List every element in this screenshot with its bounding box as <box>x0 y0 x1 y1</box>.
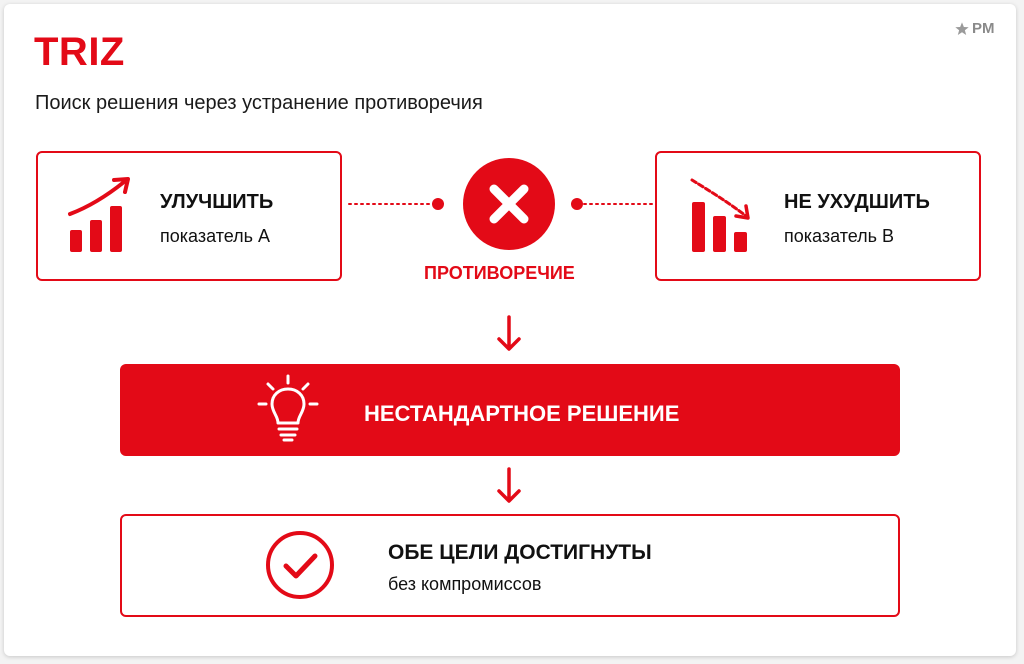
improve-card <box>36 151 342 281</box>
logo-text: PM <box>972 20 995 37</box>
page-title: TRIZ <box>34 30 125 74</box>
result-card <box>120 514 900 617</box>
not-worsen-card <box>655 151 981 281</box>
improve-subtext: показатель А <box>160 226 271 246</box>
solution-label: НЕСТАНДАРТНОЕ РЕШЕНИЕ <box>364 401 680 426</box>
contradiction-label: ПРОТИВОРЕЧИЕ <box>424 263 575 283</box>
connector-left <box>348 198 444 210</box>
brand-logo: PM <box>954 20 995 37</box>
chart-down-icon <box>690 178 750 252</box>
connector-right <box>571 198 653 210</box>
arrow-down-icon <box>497 315 521 351</box>
improve-heading: УЛУЧШИТЬ <box>160 191 274 213</box>
star-icon <box>955 21 969 35</box>
arrow-down-icon <box>497 467 521 503</box>
not-worsen-heading: НЕ УХУДШИТЬ <box>784 191 930 213</box>
lightbulb-icon <box>257 374 319 442</box>
chart-up-icon <box>68 177 130 252</box>
solution-banner <box>120 364 900 456</box>
not-worsen-subtext: показатель В <box>784 226 895 246</box>
result-heading: ОБЕ ЦЕЛИ ДОСТИГНУТЫ <box>388 541 652 564</box>
check-circle-icon <box>266 531 334 599</box>
page-subtitle: Поиск решения через устранение противоре… <box>35 92 483 114</box>
result-subtext: без компромиссов <box>388 574 542 594</box>
close-icon <box>463 158 555 250</box>
